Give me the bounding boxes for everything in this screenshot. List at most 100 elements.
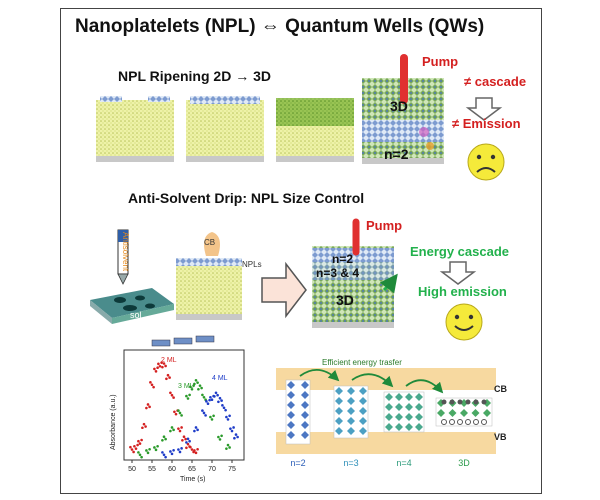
lattice-octahedron <box>287 421 295 429</box>
series-label: 2 ML <box>161 357 177 364</box>
data-point <box>185 441 188 444</box>
data-point <box>229 427 232 430</box>
lattice-octahedron <box>359 417 367 425</box>
hole <box>481 419 487 425</box>
big-right-arrow <box>261 261 307 319</box>
data-point <box>161 451 164 454</box>
chart-xlabel: Time (s) <box>180 476 206 483</box>
electron <box>457 399 463 405</box>
data-point <box>129 445 132 449</box>
data-point <box>202 396 206 399</box>
lattice-octahedron <box>415 393 423 401</box>
data-point <box>210 418 214 421</box>
middle-n2-label: n=2 <box>332 252 354 266</box>
lattice-octahedron <box>405 413 413 421</box>
data-point <box>182 435 186 439</box>
data-point <box>228 446 231 449</box>
data-point <box>193 382 196 386</box>
lattice-octahedron <box>405 423 413 431</box>
x-tick-label: 70 <box>208 466 216 473</box>
npl-schematic <box>195 335 215 343</box>
lattice-octahedron <box>301 411 309 419</box>
data-point <box>172 396 175 399</box>
top-n2-label: n=2 <box>384 146 409 162</box>
electron <box>449 399 455 405</box>
lattice-octahedron <box>437 409 445 417</box>
antisolvent-heading: Anti-Solvent Drip: NPL Size Control <box>128 190 365 206</box>
data-point <box>162 453 166 457</box>
data-point <box>224 408 227 412</box>
data-point <box>212 414 215 418</box>
cb-label: CB <box>204 238 216 247</box>
data-point <box>153 446 156 449</box>
data-point <box>218 438 222 441</box>
data-point <box>225 415 228 419</box>
data-point <box>169 429 172 433</box>
data-point <box>196 381 199 384</box>
data-point <box>213 395 216 398</box>
chart-ylabel: Absorbance (a.u.) <box>110 394 117 450</box>
lattice-octahedron <box>395 413 403 421</box>
data-point <box>226 418 230 421</box>
lattice-octahedron <box>395 423 403 431</box>
electron <box>473 399 479 405</box>
lattice-octahedron <box>301 421 309 429</box>
lattice-octahedron <box>347 397 355 405</box>
data-point <box>186 442 190 446</box>
data-point <box>184 437 187 441</box>
lattice-octahedron <box>405 403 413 411</box>
energy-cascade-label: Energy cascade <box>410 244 510 259</box>
data-point <box>178 429 182 433</box>
data-point <box>194 426 198 429</box>
data-point <box>210 398 214 402</box>
no-emission-label: ≠ Emission <box>452 116 521 131</box>
lattice-octahedron <box>287 431 295 439</box>
data-point <box>134 447 138 450</box>
data-point <box>204 414 207 417</box>
data-point <box>174 412 178 416</box>
data-point <box>221 404 224 407</box>
lattice-octahedron <box>347 427 355 435</box>
lattice-octahedron <box>359 397 367 405</box>
data-point <box>132 450 135 454</box>
sol-label: sol <box>130 310 142 320</box>
data-point <box>190 387 194 391</box>
data-point <box>164 455 167 459</box>
data-point <box>133 444 136 448</box>
electron <box>465 399 471 405</box>
data-point <box>214 391 218 395</box>
data-point <box>136 443 139 447</box>
hole <box>465 419 471 425</box>
data-point <box>158 364 162 368</box>
data-point <box>162 435 166 439</box>
data-point <box>145 406 148 410</box>
data-point <box>193 449 196 452</box>
no-cascade-label: ≠ cascade <box>464 74 527 89</box>
lattice-octahedron <box>385 393 393 401</box>
data-point <box>194 378 198 382</box>
lattice-octahedron <box>347 387 355 395</box>
data-point <box>156 366 159 370</box>
data-point <box>236 435 239 439</box>
lattice-octahedron <box>287 411 295 419</box>
lattice-octahedron <box>395 403 403 411</box>
data-point <box>177 409 180 412</box>
data-point <box>205 400 208 403</box>
data-point <box>201 409 204 412</box>
sad-face-icon <box>467 143 505 181</box>
transfer-arrow <box>351 373 394 388</box>
data-point <box>217 435 220 439</box>
figure-title: Nanoplatelets (NPL) ⇔ Quantum Wells (QWs… <box>75 16 485 37</box>
data-point <box>232 426 235 429</box>
data-point <box>161 439 164 442</box>
lattice-octahedron <box>359 427 367 435</box>
data-point <box>148 405 151 409</box>
lattice-octahedron <box>483 409 491 417</box>
lattice-octahedron <box>335 417 343 425</box>
data-point <box>208 398 211 402</box>
ripening-film-1 <box>96 96 174 162</box>
lattice-octahedron <box>460 409 468 417</box>
